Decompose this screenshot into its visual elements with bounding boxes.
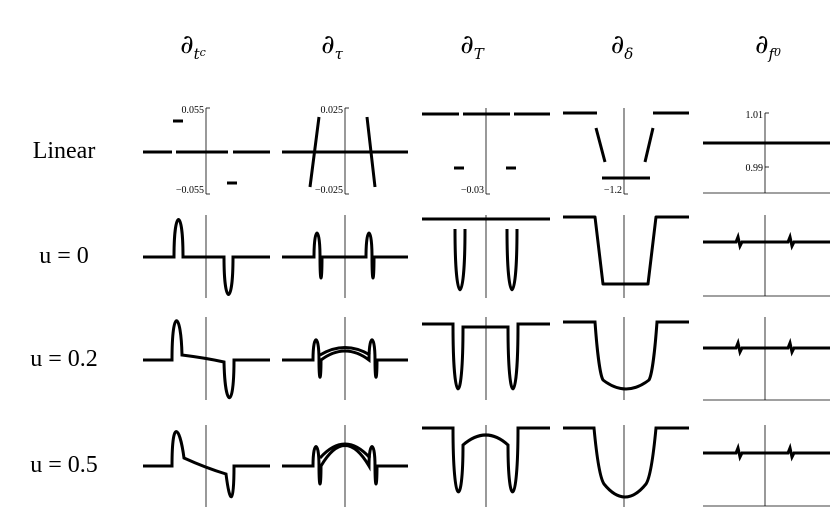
panel-delta-u0: [563, 215, 689, 298]
curve-segment: [453, 228, 519, 292]
panel-delta-linear: −1.2: [563, 108, 689, 196]
curve: [282, 231, 408, 280]
tick-label: 0.025: [321, 105, 344, 116]
panel-T-u0: [422, 215, 550, 298]
panel-delta-u02: [563, 317, 689, 400]
column-header-tau: ∂τ: [321, 30, 343, 63]
tick-label: −0.025: [315, 185, 343, 196]
curve: [422, 322, 550, 391]
panel-tau-u02: [282, 317, 408, 400]
column-header-T: ∂T: [460, 30, 484, 63]
curve: [563, 320, 689, 391]
panel-f0-u0: [703, 215, 830, 297]
curve: [143, 218, 270, 296]
panel-delta-u05: [563, 425, 689, 507]
tick-label: 0.055: [182, 105, 205, 116]
panel-tc-linear: 0.055 −0.055: [143, 105, 270, 196]
curve: [143, 430, 270, 499]
column-header-tc: ∂tc: [180, 30, 206, 63]
curve: [143, 319, 270, 400]
curve: [703, 231, 830, 251]
panel-tc-u05: [143, 425, 270, 507]
curve-segment: [173, 119, 237, 185]
curve: [282, 444, 408, 486]
curve: [282, 338, 408, 379]
curve: [563, 426, 689, 499]
panel-tau-linear: 0.025 −0.025: [282, 105, 408, 196]
row-label-u02: u = 0.2: [30, 346, 98, 372]
panel-tc-u0: [143, 215, 270, 298]
panel-f0-linear: 1.01 0.99: [703, 110, 830, 194]
curve: [422, 426, 550, 494]
column-header-delta: ∂δ: [610, 30, 634, 63]
panel-tc-u02: [143, 317, 270, 400]
panel-tau-u0: [282, 215, 408, 298]
tick-label: 0.99: [746, 163, 764, 174]
curve: [563, 215, 689, 286]
column-header-f0: ∂f0: [754, 30, 781, 63]
panel-f0-u05: [703, 425, 830, 507]
panel-T-linear: −0.03: [422, 108, 550, 196]
panel-tau-u05: [282, 425, 408, 507]
tick-label: −0.03: [461, 185, 484, 196]
curve-segment: [594, 127, 655, 163]
row-label-u0: u = 0: [39, 243, 89, 269]
curve: [703, 337, 830, 357]
tick-label: 1.01: [746, 110, 764, 121]
curve-segment: [308, 116, 377, 188]
panel-f0-u02: [703, 317, 830, 401]
tick-label: −1.2: [604, 185, 622, 196]
curve: [703, 442, 830, 462]
row-label-linear: Linear: [32, 138, 96, 164]
panel-T-u02: [422, 317, 550, 400]
tick-label: −0.055: [176, 185, 204, 196]
panel-T-u05: [422, 425, 550, 507]
row-label-u05: u = 0.5: [30, 452, 98, 478]
